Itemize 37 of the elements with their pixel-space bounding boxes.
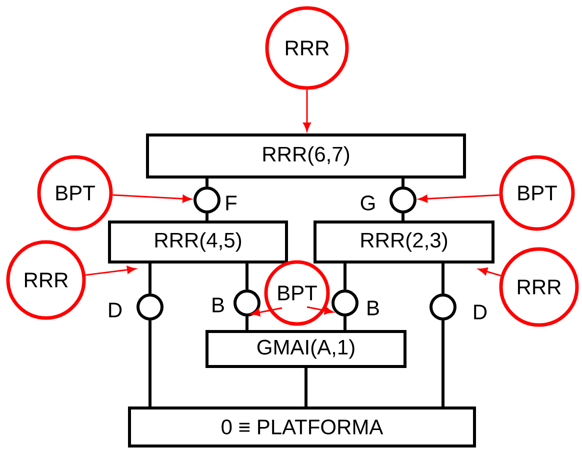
arrow (85, 266, 136, 276)
connector-line (246, 316, 248, 330)
connector-line (206, 214, 208, 220)
connector-line (402, 178, 404, 186)
joint-label: D (109, 302, 122, 318)
arrow (112, 194, 192, 203)
connector-line (442, 320, 444, 406)
joint-circle (194, 186, 220, 214)
connector-line (304, 368, 308, 406)
joint-label: G (360, 196, 375, 210)
process-box: RRR(2,3) (314, 220, 494, 264)
process-box: RRR(6,7) (146, 134, 466, 178)
arrow (251, 307, 282, 316)
connector-line (402, 214, 404, 220)
process-box: GMAI(A,1) (206, 330, 406, 368)
joint-label: D (474, 304, 487, 320)
arrow (418, 194, 500, 203)
process-box: RRR(4,5) (108, 220, 288, 264)
connector-line (442, 264, 444, 294)
arrow (478, 268, 502, 276)
process-box: 0 ≡ PLATFORMA (128, 406, 476, 448)
joint-circle (136, 294, 164, 320)
joint-circle (234, 290, 260, 316)
connector-line (344, 316, 346, 330)
joint-label: B (368, 300, 379, 316)
connector-line (148, 264, 152, 294)
connector-line (206, 178, 208, 186)
joint-label: F (226, 196, 237, 210)
joint-circle (332, 290, 358, 316)
connector-line (344, 264, 346, 290)
connector-line (148, 320, 152, 406)
joint-circle (390, 186, 416, 214)
joint-label: B (212, 298, 224, 312)
arrow (303, 90, 311, 132)
arrow (306, 306, 334, 314)
joint-circle (430, 294, 456, 320)
connector-line (246, 264, 248, 290)
